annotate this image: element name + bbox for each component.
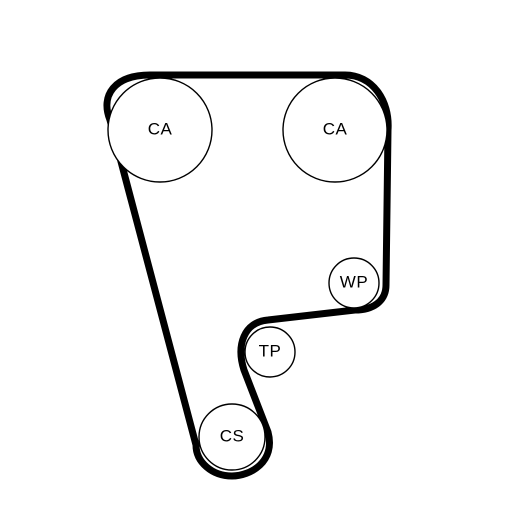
- pulley-label-cs: CS: [220, 426, 245, 445]
- pulley-label-ca-right: CA: [323, 119, 348, 138]
- water-pump-pulley: WP: [328, 257, 380, 309]
- pulley-label-tp: TP: [259, 341, 282, 360]
- camshaft-pulley-right: CA: [282, 77, 388, 183]
- crankshaft-pulley: CS: [198, 403, 266, 471]
- pulley-label-ca-left: CA: [148, 119, 173, 138]
- camshaft-pulley-left: CA: [107, 77, 213, 183]
- tensioner-pulley: TP: [244, 326, 296, 378]
- pulley-label-wp: WP: [340, 272, 368, 291]
- timing-belt: [103, 71, 392, 480]
